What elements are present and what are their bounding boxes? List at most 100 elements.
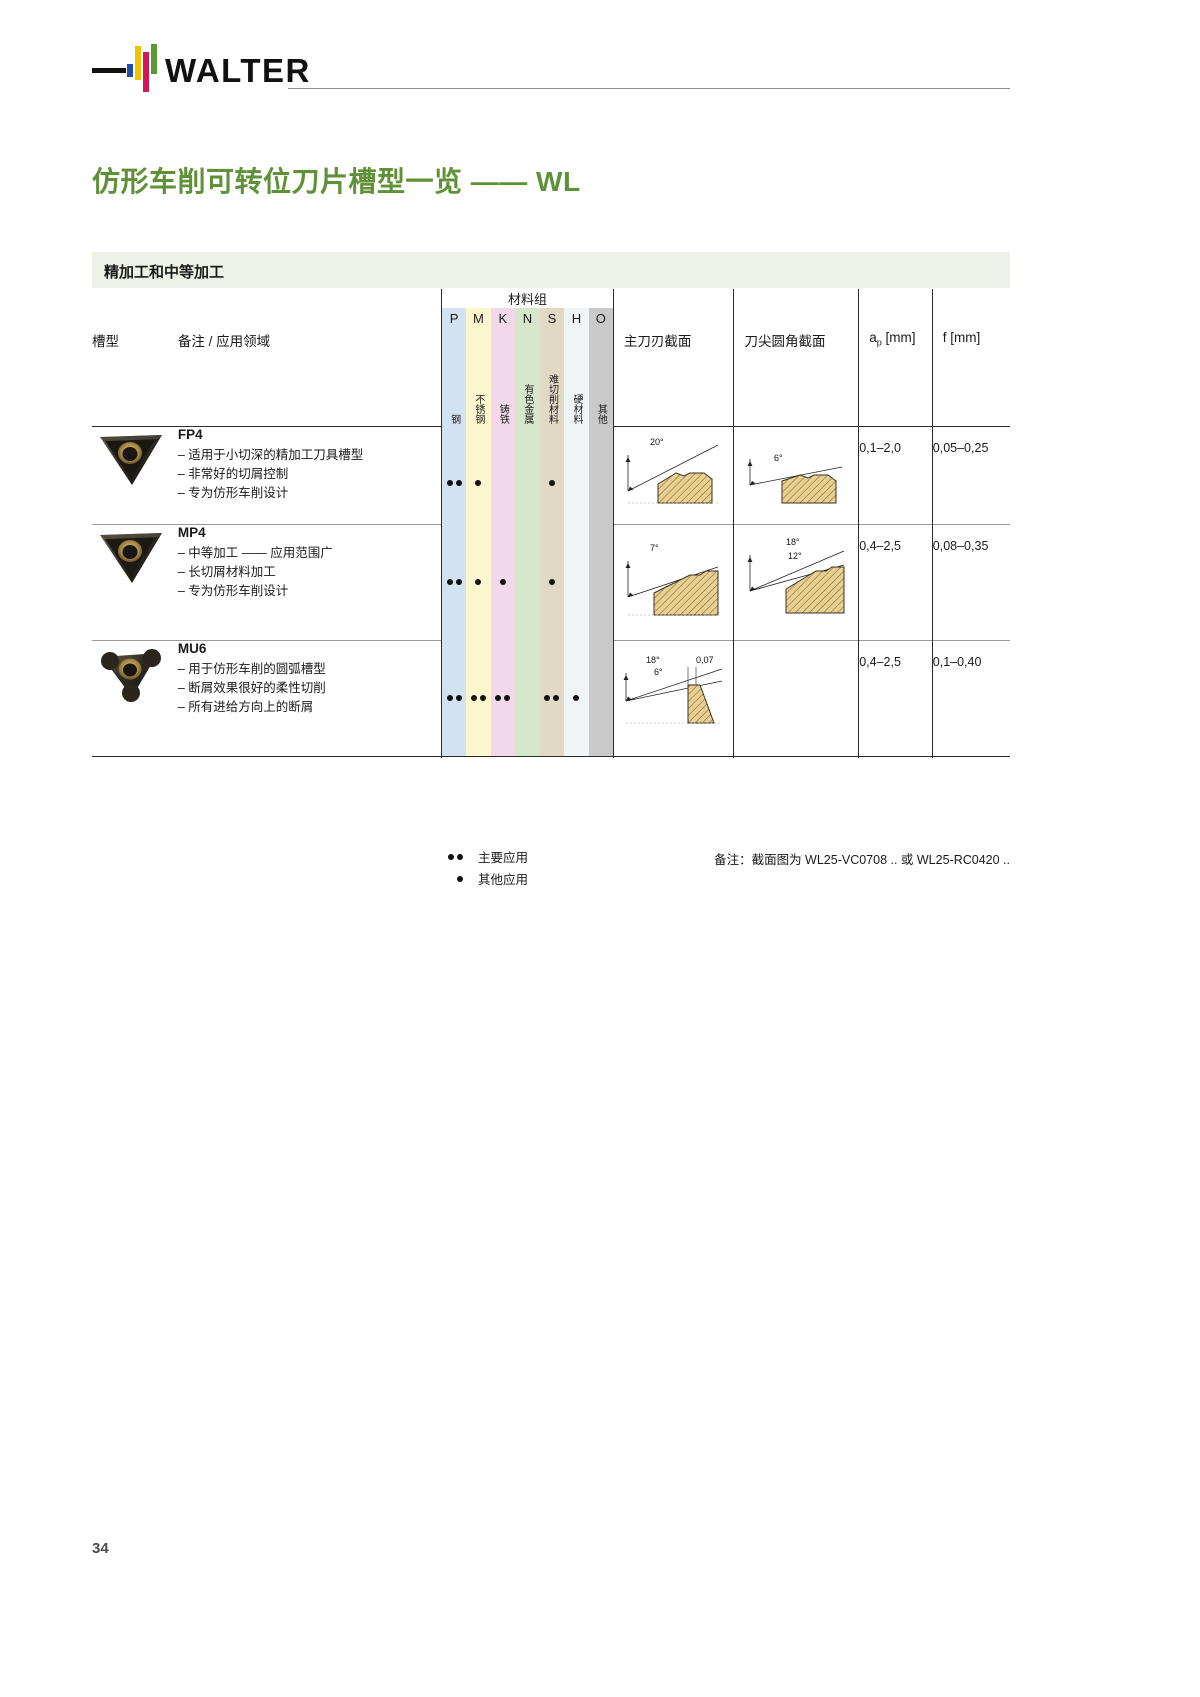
legend-note: 备注：截面图为 WL25-VC0708 .. 或 WL25-RC0420 .. [714, 853, 1010, 867]
material-letter-row: P M K N S H O [92, 308, 1010, 330]
ap-value: 0,1–2,0 [858, 425, 933, 524]
main-edge-diagram-mu6: 18° 6° 0,07 [612, 639, 734, 756]
material-vlabel-O: 其他 [588, 330, 614, 426]
legend-other: 其他应用 [422, 869, 528, 888]
rating-P [442, 640, 466, 701]
bullet: – 专为仿形车削设计 [177, 583, 289, 598]
rating-M [466, 426, 491, 486]
material-vlabel-N: 有色金属 [515, 330, 540, 426]
table-row: MU6 – 用于仿形车削的圆弧槽型 – 断屑效果很好的柔性切削 – 所有进给方向… [92, 639, 1010, 756]
material-letter-H: H [564, 308, 589, 330]
bullet: – 断屑效果很好的柔性切削 [177, 680, 326, 695]
spec-table: 材料组 P M K N S H O 槽型 备注 / 应用领域 钢 不锈钢 铸铁 … [92, 289, 1010, 758]
material-group-title: 材料组 [441, 289, 614, 308]
section-banner: 精加工和中等加工 [92, 252, 1010, 288]
rating-M [466, 524, 491, 585]
material-letter-K: K [490, 308, 516, 330]
legend-primary-label: 主要应用 [478, 851, 529, 865]
rating-M [466, 640, 491, 701]
notes-cell-mp4: MP4 – 中等加工 —— 应用范围广 – 长切屑材料加工 – 专为仿形车削设计 [177, 523, 442, 640]
groove-bullets: – 用于仿形车削的圆弧槽型 – 断屑效果很好的柔性切削 – 所有进给方向上的断屑 [178, 660, 441, 717]
legend-other-label: 其他应用 [478, 873, 529, 887]
notes-cell-mu6: MU6 – 用于仿形车削的圆弧槽型 – 断屑效果很好的柔性切削 – 所有进给方向… [177, 639, 442, 756]
rating-S [540, 640, 565, 701]
material-vlabel-K: 铸铁 [490, 330, 516, 426]
insert-photo-mu6 [101, 648, 161, 702]
groove-name: MU6 [177, 640, 207, 656]
header-main-edge: 主刀刃截面 [612, 330, 734, 426]
legend-primary: 主要应用 [422, 847, 528, 866]
material-letter-N: N [515, 308, 540, 330]
header-divider [288, 88, 1010, 89]
material-vlabel-S: 难切削材料 [539, 330, 565, 426]
rating-P [442, 426, 466, 486]
header-corner-radius: 刀尖圆角截面 [733, 330, 859, 426]
insert-photo-mp4 [100, 532, 162, 583]
legend: 主要应用 其他应用 备注：截面图为 WL25-VC0708 .. 或 WL25-… [92, 845, 1010, 905]
logo-wordmark: WALTER [165, 51, 311, 89]
corner-diagram-mu6 [733, 639, 859, 756]
rating-P [442, 524, 466, 585]
rating-S [540, 524, 565, 585]
material-letter-P: P [441, 308, 467, 330]
svg-text:6°: 6° [774, 453, 783, 463]
table-row: FP4 – 适用于小切深的精加工刀具槽型 – 非常好的切屑控制 – 专为仿形车削… [92, 425, 1010, 524]
legend-primary-dots [422, 853, 464, 860]
insert-photo-fp4 [100, 434, 162, 485]
f-value: 0,05–0,25 [931, 425, 1010, 524]
main-edge-diagram-fp4: 20° [612, 425, 734, 524]
groove-bullets: – 中等加工 —— 应用范围广 – 长切屑材料加工 – 专为仿形车削设计 [178, 544, 441, 601]
corner-diagram-fp4: 6° [733, 425, 859, 524]
table-row: MP4 – 中等加工 —— 应用范围广 – 长切屑材料加工 – 专为仿形车削设计… [92, 523, 1010, 640]
groove-name: MP4 [177, 524, 206, 540]
groove-bullets: – 适用于小切深的精加工刀具槽型 – 非常好的切屑控制 – 专为仿形车削设计 [178, 446, 441, 503]
svg-text:18°: 18° [786, 537, 800, 547]
svg-text:20°: 20° [650, 437, 664, 447]
material-vlabel-P: 钢 [441, 330, 467, 426]
groove-name: FP4 [177, 426, 203, 442]
header-ap: ap [mm] [858, 330, 933, 426]
svg-text:6°: 6° [654, 667, 663, 677]
notes-cell-fp4: FP4 – 适用于小切深的精加工刀具槽型 – 非常好的切屑控制 – 专为仿形车削… [177, 425, 442, 524]
rating-K [491, 640, 516, 701]
column-header-row: 槽型 备注 / 应用领域 钢 不锈钢 铸铁 有色金属 难切削材料 硬材料 其他 … [92, 330, 1010, 426]
main-edge-diagram-mp4: 7° [612, 523, 734, 640]
logo-bar-pink [143, 52, 149, 92]
spec-table-wrapper: 材料组 P M K N S H O 槽型 备注 / 应用领域 钢 不锈钢 铸铁 … [92, 289, 1010, 758]
logo-dash [92, 67, 126, 73]
material-letter-O: O [588, 308, 614, 330]
bullet: – 用于仿形车削的圆弧槽型 [177, 661, 326, 676]
rating-S [540, 426, 565, 486]
ap-value: 0,4–2,5 [858, 523, 933, 640]
rating-H [564, 640, 589, 701]
page-header: WALTER [0, 0, 1200, 120]
f-value: 0,08–0,35 [931, 523, 1010, 640]
svg-text:18°: 18° [646, 655, 660, 665]
bullet: – 所有进给方向上的断屑 [177, 699, 314, 714]
insert-photo-cell-fp4 [92, 425, 178, 524]
material-group-title-row: 材料组 [92, 289, 1010, 308]
rating-K [491, 524, 516, 585]
ap-value: 0,4–2,5 [858, 639, 933, 756]
material-vlabel-M: 不锈钢 [466, 330, 491, 426]
table-bottom-rule-row [92, 755, 1010, 758]
logo-bars [127, 44, 159, 92]
legend-other-dots [422, 875, 464, 882]
material-letter-S: S [539, 308, 565, 330]
bullet: – 适用于小切深的精加工刀具槽型 [177, 447, 364, 462]
bullet: – 长切屑材料加工 [177, 564, 276, 579]
bullet: – 中等加工 —— 应用范围广 [177, 545, 333, 560]
f-value: 0,1–0,40 [931, 639, 1010, 756]
page-number: 34 [92, 1540, 109, 1557]
svg-text:12°: 12° [788, 551, 802, 561]
header-f: f [mm] [931, 330, 1010, 426]
logo-bar-blue [127, 63, 133, 77]
page-title: 仿形车削可转位刀片槽型一览 —— WL [92, 166, 581, 197]
header-notes: 备注 / 应用领域 [177, 334, 271, 349]
bullet: – 专为仿形车削设计 [177, 485, 289, 500]
svg-text:7°: 7° [650, 543, 659, 553]
material-vlabel-H: 硬材料 [564, 330, 589, 426]
material-letter-M: M [466, 308, 491, 330]
insert-photo-cell-mp4 [92, 523, 178, 640]
svg-text:0,07: 0,07 [696, 655, 714, 665]
